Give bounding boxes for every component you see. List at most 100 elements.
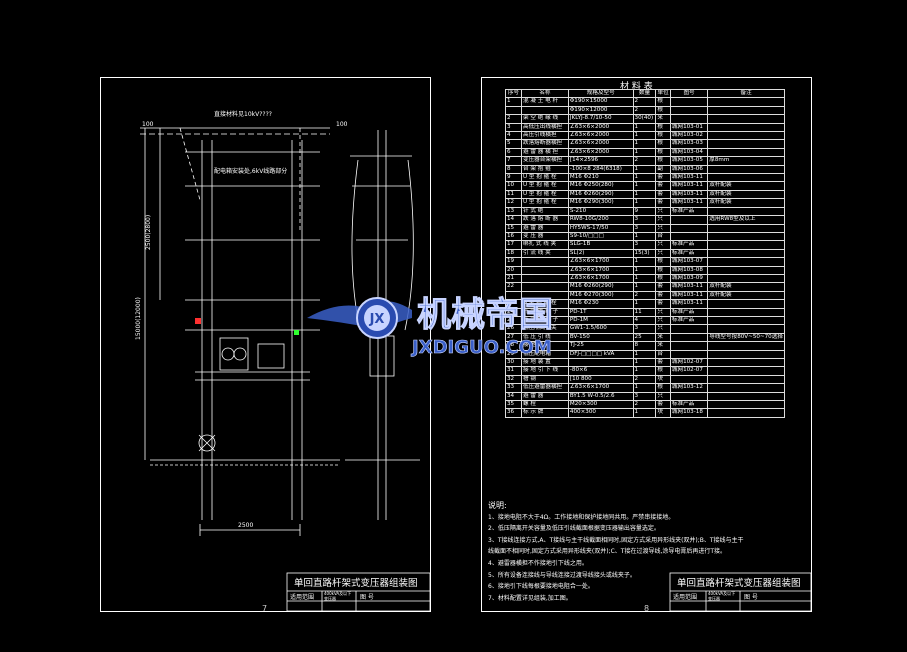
table-cell <box>520 273 569 284</box>
table-cell: 城网103-03 <box>669 139 709 149</box>
table-cell: 接 地 引 下 线 <box>520 366 569 376</box>
table-cell: 混 凝 土 电 杆 <box>520 97 569 107</box>
table-cell: 导线型号按80V~50~70选择 <box>707 332 785 343</box>
table-cell <box>669 332 709 343</box>
table-cell: [10 800 <box>567 374 634 385</box>
right-scope-value: 400kVA及以下变压器 <box>708 591 736 601</box>
table-cell: BY1.5 W-0.5/2.6 <box>567 391 634 402</box>
table-cell: 根 <box>655 97 671 107</box>
watermark-logo-text: JX <box>369 312 385 327</box>
table-cell: ∠63×6×1700 <box>567 383 634 393</box>
table-cell: 3 <box>632 223 657 233</box>
materials-header-cell: 图号 <box>669 88 709 99</box>
table-cell <box>669 97 709 107</box>
table-cell <box>520 257 569 267</box>
table-cell: 套 <box>655 173 671 183</box>
table-cell: 套 <box>655 299 671 309</box>
table-cell: 台 <box>655 349 671 360</box>
table-cell: 1 <box>632 147 657 158</box>
table-cell: 25 <box>632 332 657 343</box>
table-cell <box>707 357 785 368</box>
table-cell <box>707 164 785 175</box>
table-cell: M16 Φ260(290) <box>567 189 634 200</box>
green-marker <box>294 330 299 335</box>
table-cell: 螺 栓 <box>520 400 569 410</box>
table-cell: 高压引线横担 <box>520 131 569 141</box>
table-cell: M16 Φ270(300) <box>567 290 634 301</box>
table-cell: 城网103-11 <box>669 282 709 292</box>
dimension-2500-label: 2500 <box>238 522 253 529</box>
materials-header-cell: 数量 <box>632 88 657 99</box>
table-cell: 标准产品 <box>669 315 709 326</box>
table-cell: 双杆配装 <box>707 282 785 292</box>
table-cell <box>707 366 785 376</box>
table-cell <box>707 349 785 360</box>
table-cell: 17 <box>505 240 522 250</box>
left-scope-label: 适用范围 <box>290 594 315 601</box>
table-cell: ∠63×6×1700 <box>567 265 634 275</box>
table-cell <box>707 324 785 334</box>
table-cell: 针 式 绝 缘 子 <box>520 307 569 317</box>
table-cell: 5 <box>505 139 522 149</box>
table-cell <box>520 105 569 116</box>
table-cell: 2 <box>632 290 657 301</box>
transformer-winding-1 <box>221 347 235 361</box>
table-cell <box>707 240 785 250</box>
table-cell: 1 <box>632 164 657 175</box>
table-cell: 城网103-11 <box>669 299 709 309</box>
table-cell: 1 <box>632 282 657 292</box>
table-cell: SLG-1B <box>567 240 634 250</box>
red-marker <box>195 318 201 324</box>
table-cell: 引 流 线 夹 <box>520 248 569 259</box>
table-cell: 1 <box>632 349 657 360</box>
table-cell: 34 <box>505 391 522 402</box>
table-cell: M20×300 <box>567 400 634 410</box>
table-cell <box>567 357 634 368</box>
table-cell: 1 <box>632 299 657 309</box>
table-cell <box>669 114 709 124</box>
table-cell <box>669 215 709 225</box>
table-cell: 16 <box>505 231 522 242</box>
table-cell: 1 <box>632 173 657 183</box>
table-cell: M16 Φ290(300) <box>567 198 634 208</box>
table-cell: 城网102-07 <box>669 357 709 368</box>
table-cell: 针 式 绝 缘 子 <box>520 315 569 326</box>
note-item: 5、所有设备连接线与导线连接过渡导线接头或线夹子。 <box>488 571 636 579</box>
table-cell <box>669 324 709 334</box>
table-cell: 根 <box>655 273 671 284</box>
table-cell: 1 <box>632 265 657 275</box>
table-cell: 城网103-11 <box>669 181 709 191</box>
table-cell: 只 <box>655 248 671 259</box>
table-cell: 1 <box>632 383 657 393</box>
table-cell: 2 <box>632 97 657 107</box>
table-cell <box>707 374 785 385</box>
table-cell: 20 <box>505 265 522 275</box>
table-cell: 3 <box>632 215 657 225</box>
table-cell <box>669 391 709 402</box>
table-cell: 套 <box>655 189 671 200</box>
table-cell: 双杆配装 <box>707 290 785 301</box>
elevation-100-left: 100 <box>142 121 154 128</box>
table-cell <box>707 265 785 275</box>
table-cell: 4 <box>632 315 657 326</box>
table-cell: 低压隔离开关 <box>520 324 569 334</box>
table-cell <box>707 139 785 149</box>
table-cell: 3 <box>632 240 657 250</box>
note-item: 2、低压隔离开关容量及低压引线截面根据变压器输出容量选定。 <box>488 525 660 533</box>
table-cell: 只 <box>655 315 671 326</box>
table-cell: 1 <box>632 131 657 141</box>
table-cell: 城网103-06 <box>669 164 709 175</box>
table-cell: 根 <box>655 156 671 166</box>
table-cell: 3 <box>632 391 657 402</box>
